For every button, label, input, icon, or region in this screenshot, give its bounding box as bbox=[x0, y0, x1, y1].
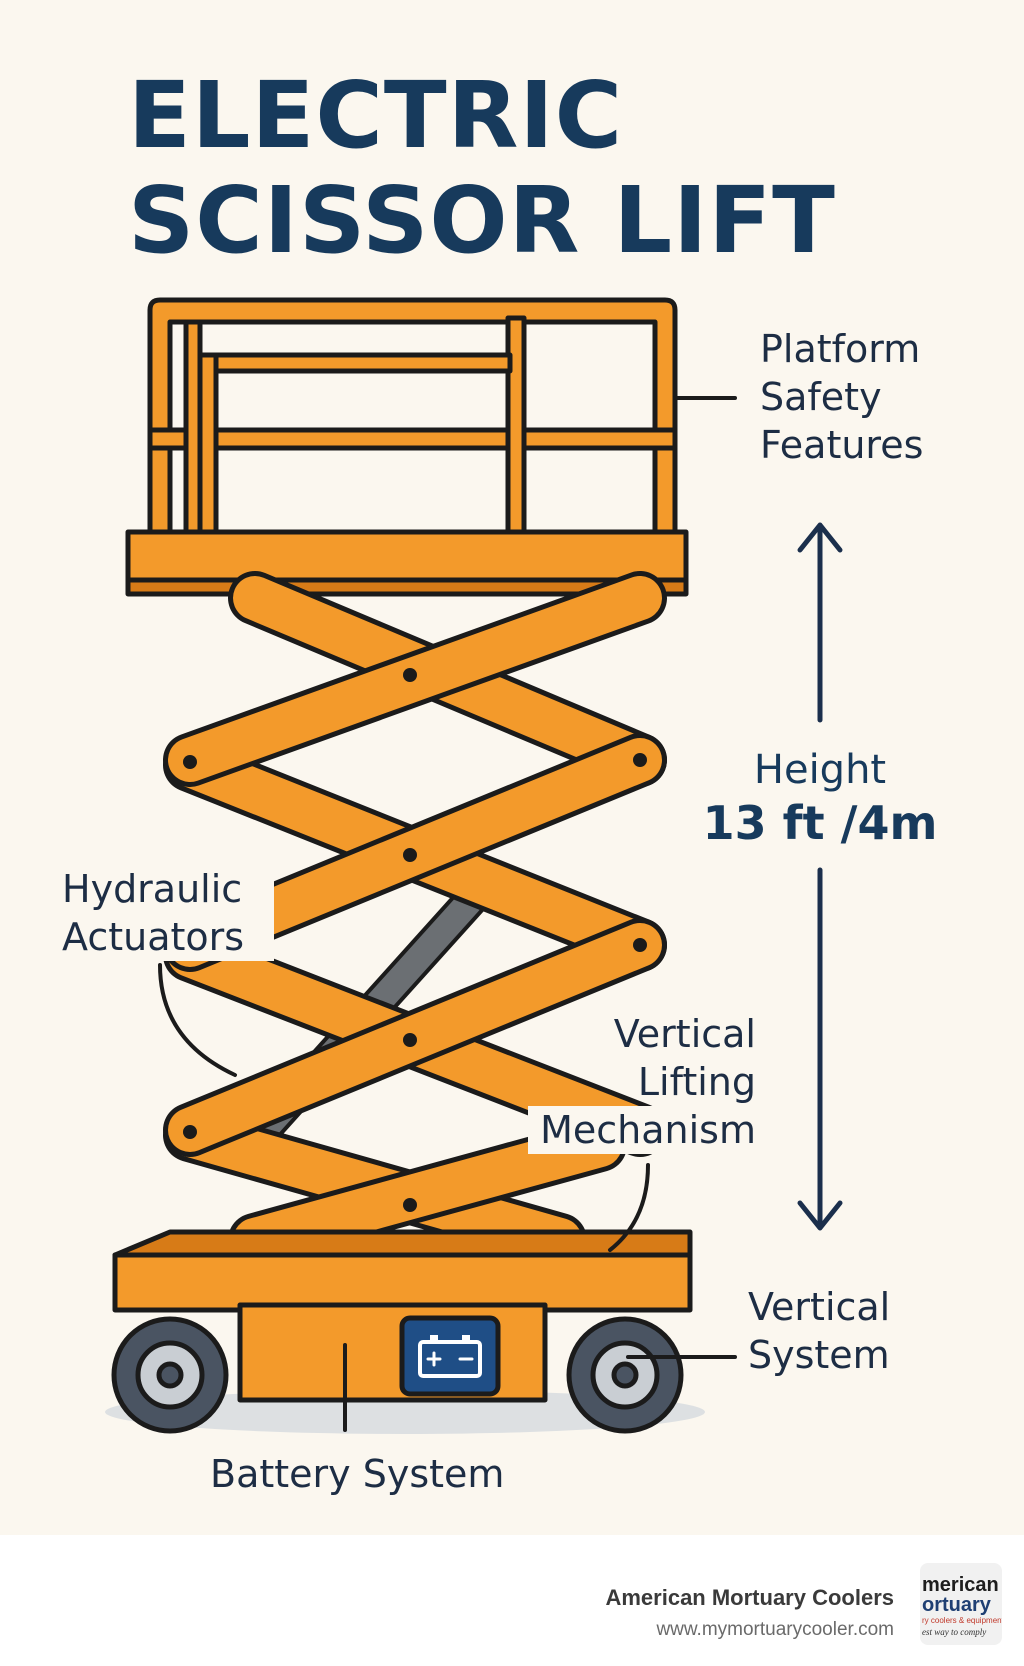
label-line: Vertical bbox=[748, 1285, 891, 1329]
label-line: Platform bbox=[760, 327, 921, 371]
logo-text-1: merican bbox=[922, 1574, 999, 1596]
platform-railing bbox=[147, 297, 678, 543]
wheel-front bbox=[566, 1316, 684, 1434]
logo-text-4: est way to comply bbox=[922, 1627, 986, 1637]
label-line: System bbox=[748, 1333, 890, 1377]
label-line: Hydraulic bbox=[62, 867, 243, 911]
wheel-rear bbox=[111, 1316, 229, 1434]
logo-text-3: ry coolers & equipment bbox=[922, 1616, 1002, 1625]
leader-lines bbox=[158, 396, 737, 1432]
pivot-pins bbox=[183, 668, 647, 1212]
title-line-1: ELECTRIC bbox=[128, 62, 624, 169]
arrow-down-icon bbox=[797, 867, 843, 1231]
label-hydraulic-actuators: Hydraulic Actuators bbox=[58, 865, 275, 961]
title-line-2: SCISSOR LIFT bbox=[128, 167, 836, 274]
footer: American Mortuary Coolers www.mymortuary… bbox=[0, 1535, 1024, 1666]
logo-text-2: ortuary bbox=[922, 1594, 992, 1616]
brand-logo: merican ortuary ry coolers & equipment e… bbox=[920, 1563, 1002, 1645]
label-vertical-lifting-mechanism: Vertical Lifting Mechanism bbox=[528, 1010, 756, 1154]
footer-brand-name: American Mortuary Coolers bbox=[605, 1585, 894, 1610]
label-line: Actuators bbox=[62, 915, 245, 959]
label-battery-system: Battery System bbox=[210, 1452, 505, 1496]
battery-icon bbox=[399, 1315, 501, 1397]
height-value: 13 ft /4m bbox=[702, 796, 938, 850]
arrow-up-icon bbox=[797, 522, 843, 723]
label-platform-safety-features: Platform Safety Features bbox=[760, 325, 923, 469]
height-label: Height bbox=[753, 747, 887, 793]
infographic-canvas: ELECTRIC SCISSOR LIFT bbox=[0, 0, 1024, 1535]
label-line: Mechanism bbox=[528, 1106, 756, 1154]
label-line: Features bbox=[760, 423, 924, 467]
label-line: Vertical bbox=[613, 1012, 756, 1056]
label-vertical-system: Vertical System bbox=[748, 1283, 890, 1379]
label-line: Lifting bbox=[637, 1060, 756, 1104]
label-line: Safety bbox=[760, 375, 882, 419]
height-callout: Height 13 ft /4m bbox=[690, 745, 950, 851]
footer-url[interactable]: www.mymortuarycooler.com bbox=[656, 1619, 894, 1640]
